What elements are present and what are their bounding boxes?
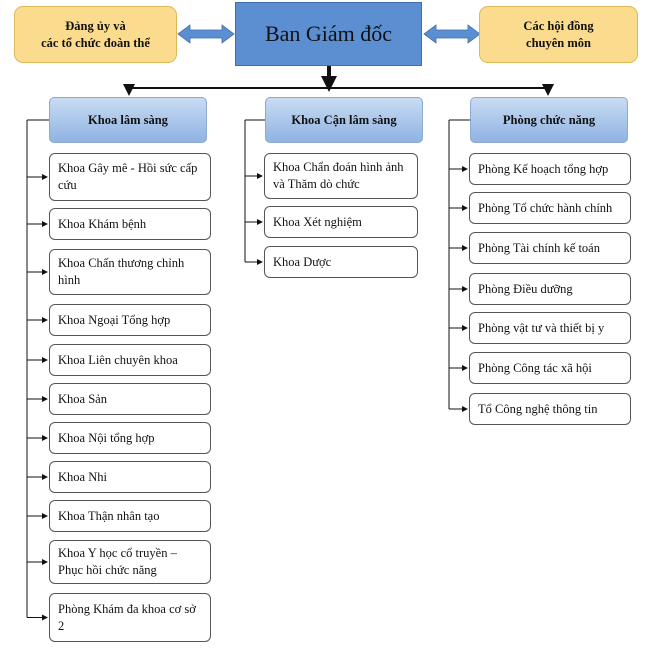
list-item: Phòng Công tác xã hội bbox=[469, 352, 631, 384]
list-item: Khoa Dược bbox=[264, 246, 418, 278]
list-item: Tổ Công nghệ thông tin bbox=[469, 393, 631, 425]
header-khoa-can-lam-sang-label: Khoa Cận lâm sàng bbox=[291, 112, 397, 127]
list-item: Khoa Chấn thương chỉnh hình bbox=[49, 249, 211, 295]
item-label: Tổ Công nghệ thông tin bbox=[478, 401, 598, 416]
list-item: Khoa Xét nghiệm bbox=[264, 206, 418, 238]
list-item: Phòng vật tư và thiết bị y bbox=[469, 312, 631, 344]
list-item: Khoa Liên chuyên khoa bbox=[49, 344, 211, 376]
item-label: Khoa Xét nghiệm bbox=[273, 214, 362, 229]
list-item: Phòng Tổ chức hành chính bbox=[469, 192, 631, 224]
item-label: Khoa Y học cổ truyền – Phục hồi chức năn… bbox=[58, 546, 177, 577]
header-khoa-lam-sang-label: Khoa lâm sàng bbox=[88, 112, 168, 127]
list-item: Khoa Ngoại Tổng hợp bbox=[49, 304, 211, 336]
list-item: Khoa Thận nhân tạo bbox=[49, 500, 211, 532]
item-label: Khoa Liên chuyên khoa bbox=[58, 352, 178, 367]
list-item: Khoa Y học cổ truyền – Phục hồi chức năn… bbox=[49, 540, 211, 584]
ban-giam-doc-box: Ban Giám đốc bbox=[235, 2, 422, 66]
header-khoa-can-lam-sang: Khoa Cận lâm sàng bbox=[265, 97, 423, 143]
list-item: Phòng Điều dưỡng bbox=[469, 273, 631, 305]
list-item: Phòng Kế hoạch tổng hợp bbox=[469, 153, 631, 185]
item-label: Phòng Tài chính kế toán bbox=[478, 240, 600, 255]
list-item: Khoa Nội tổng hợp bbox=[49, 422, 211, 454]
header-khoa-lam-sang: Khoa lâm sàng bbox=[49, 97, 207, 143]
list-item: Phòng Tài chính kế toán bbox=[469, 232, 631, 264]
list-item: Phòng Khám đa khoa cơ sở 2 bbox=[49, 593, 211, 642]
item-label: Phòng Khám đa khoa cơ sở 2 bbox=[58, 601, 196, 633]
councils-label: Các hội đồng chuyên môn bbox=[523, 18, 594, 50]
item-label: Khoa Ngoại Tổng hợp bbox=[58, 312, 171, 327]
item-label: Khoa Nhi bbox=[58, 469, 107, 484]
item-label: Khoa Chẩn đoán hình ảnh và Thăm dò chức bbox=[273, 160, 404, 191]
item-label: Phòng Tổ chức hành chính bbox=[478, 200, 613, 215]
item-label: Khoa Nội tổng hợp bbox=[58, 430, 155, 445]
item-label: Khoa Khám bệnh bbox=[58, 216, 147, 231]
header-phong-chuc-nang: Phòng chức năng bbox=[470, 97, 628, 143]
councils-box: Các hội đồng chuyên môn bbox=[479, 6, 638, 63]
item-label: Khoa Dược bbox=[273, 254, 332, 269]
ban-giam-doc-label: Ban Giám đốc bbox=[264, 21, 393, 46]
party-union-label: Đảng ủy và các tổ chức đoàn thể bbox=[41, 18, 150, 50]
list-item: Khoa Chẩn đoán hình ảnh và Thăm dò chức bbox=[264, 153, 418, 199]
item-label: Khoa Sản bbox=[58, 391, 107, 406]
item-label: Khoa Thận nhân tạo bbox=[58, 508, 160, 523]
header-phong-chuc-nang-label: Phòng chức năng bbox=[502, 112, 596, 127]
list-item: Khoa Gây mê - Hồi sức cấp cứu bbox=[49, 153, 211, 201]
item-label: Khoa Gây mê - Hồi sức cấp cứu bbox=[58, 161, 198, 192]
item-label: Phòng Điều dưỡng bbox=[478, 281, 573, 296]
main-trunk bbox=[123, 66, 554, 96]
item-label: Phòng Công tác xã hội bbox=[478, 360, 592, 375]
list-item: Khoa Sản bbox=[49, 383, 211, 415]
list-item: Khoa Nhi bbox=[49, 461, 211, 493]
item-label: Phòng Kế hoạch tổng hợp bbox=[478, 161, 609, 176]
right-double-arrow bbox=[423, 24, 481, 44]
item-label: Khoa Chấn thương chỉnh hình bbox=[58, 256, 185, 287]
branch-connectors bbox=[26, 119, 470, 621]
item-label: Phòng vật tư và thiết bị y bbox=[478, 320, 605, 335]
party-union-box: Đảng ủy và các tổ chức đoàn thể bbox=[14, 6, 177, 63]
left-double-arrow bbox=[177, 24, 235, 44]
list-item: Khoa Khám bệnh bbox=[49, 208, 211, 240]
